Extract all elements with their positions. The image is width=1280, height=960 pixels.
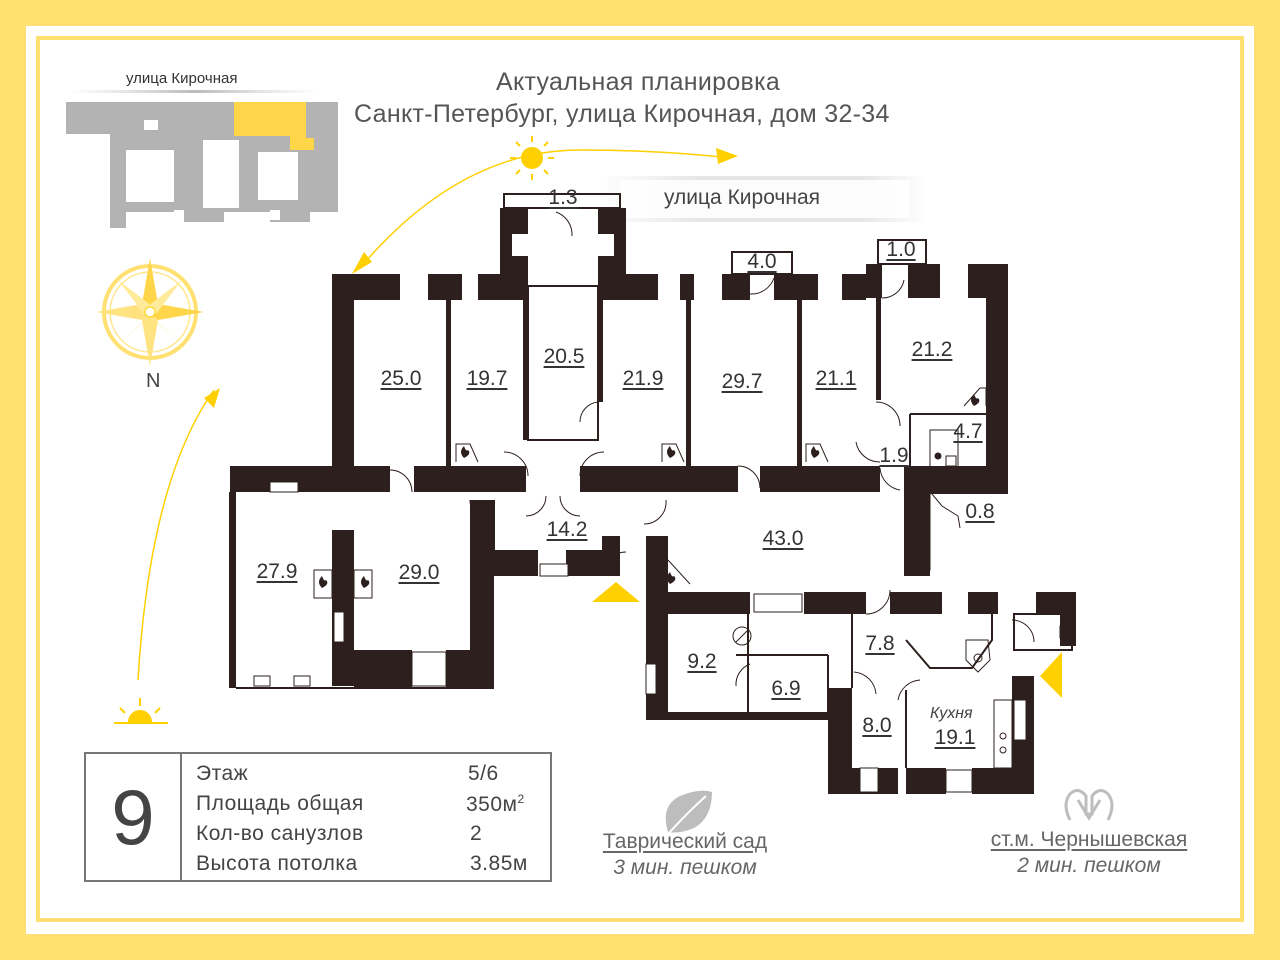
- room-area-label: 20.5: [543, 345, 585, 368]
- park-walk-time: 3 мин. пешком: [613, 856, 757, 879]
- minimap-street-label: улица Кирочная: [126, 70, 238, 87]
- room-area-label: 9.2: [687, 650, 717, 673]
- room-area-label: 1.0: [886, 238, 916, 261]
- info-value: 2: [470, 822, 483, 845]
- room-area-label: 19.1: [934, 726, 976, 749]
- room-area-label: 19.7: [466, 367, 508, 390]
- fireplace-icon: [353, 569, 373, 599]
- kitchen-fixtures: [993, 699, 1013, 769]
- info-label: Площадь общая: [196, 792, 364, 815]
- fireplace-icon: [667, 559, 691, 585]
- address-subtitle: Санкт-Петербург, улица Кирочная, дом 32-…: [354, 100, 890, 128]
- room-area-label: 14.2: [546, 518, 588, 541]
- sun-icon-top: [510, 136, 554, 180]
- info-value: 350м2: [466, 792, 525, 817]
- bathroom-fixtures: [732, 429, 1071, 673]
- info-value: 5/6: [468, 762, 499, 785]
- metro-walk-time: 2 мин. пешком: [1017, 854, 1161, 877]
- room-area-label: 43.0: [762, 527, 804, 550]
- room-area-label: 29.0: [398, 561, 440, 584]
- fireplace-icon: [963, 387, 987, 407]
- room-area-label: 21.1: [815, 367, 857, 390]
- room-area-label: 4.0: [747, 250, 777, 273]
- info-divider: [180, 754, 182, 880]
- area-value: 350м: [466, 793, 518, 816]
- apartment-number: 9: [111, 773, 155, 861]
- room-area-label: 29.7: [721, 370, 763, 393]
- fireplace-icon: [455, 443, 479, 463]
- room-area-label: 27.9: [256, 560, 298, 583]
- room-area-label: 4.7: [953, 420, 983, 443]
- entrance-marker-icon: [592, 582, 640, 602]
- windows: [253, 481, 1027, 793]
- info-value: 3.85м: [470, 852, 528, 875]
- room-area-label: 7.8: [865, 632, 895, 655]
- room-area-label: 0.8: [965, 500, 995, 523]
- metro-station-name: ст.м. Чернышевская: [990, 828, 1188, 851]
- metro-poi: ст.м. Чернышевская 2 мин. пешком: [966, 828, 1212, 878]
- room-area-label: 6.9: [771, 677, 801, 700]
- park-name: Таврический сад: [602, 830, 768, 853]
- kitchen-label: Кухня: [930, 705, 973, 722]
- door-swings: [389, 211, 1035, 701]
- info-label: Высота потолка: [196, 852, 358, 875]
- room-area-label: 1.9: [879, 444, 909, 467]
- entrance-marker-icon: [1040, 652, 1062, 698]
- fireplace-icons: [313, 387, 987, 599]
- street-label: улица Кирочная: [664, 186, 821, 209]
- compass-rose-icon: [96, 258, 204, 366]
- metro-logo-icon: [1064, 789, 1114, 821]
- compass-north-label: N: [146, 370, 161, 392]
- fireplace-icon: [805, 443, 829, 463]
- page-title: Актуальная планировка: [496, 68, 781, 96]
- room-area-label: 21.9: [622, 367, 664, 390]
- room-area-label: 8.0: [862, 714, 892, 737]
- park-poi: Таврический сад 3 мин. пешком: [580, 830, 790, 880]
- fireplace-icon: [661, 443, 685, 463]
- room-area-label: 1.3: [548, 186, 578, 209]
- fireplace-icon: [313, 569, 333, 599]
- sun-icon-bottom: [114, 698, 168, 724]
- leaf-icon: [665, 790, 712, 835]
- info-label: Этаж: [196, 762, 249, 785]
- room-area-label: 21.2: [911, 338, 953, 361]
- thin-walls: [229, 193, 1073, 768]
- inner-frame: [36, 36, 1244, 922]
- room-area-label: 25.0: [380, 367, 422, 390]
- info-label: Кол-во санузлов: [196, 822, 364, 845]
- area-unit-superscript: 2: [517, 792, 525, 806]
- apartment-info-table: 9 Этаж 5/6 Площадь общая 350м2 Кол-во са…: [84, 752, 552, 882]
